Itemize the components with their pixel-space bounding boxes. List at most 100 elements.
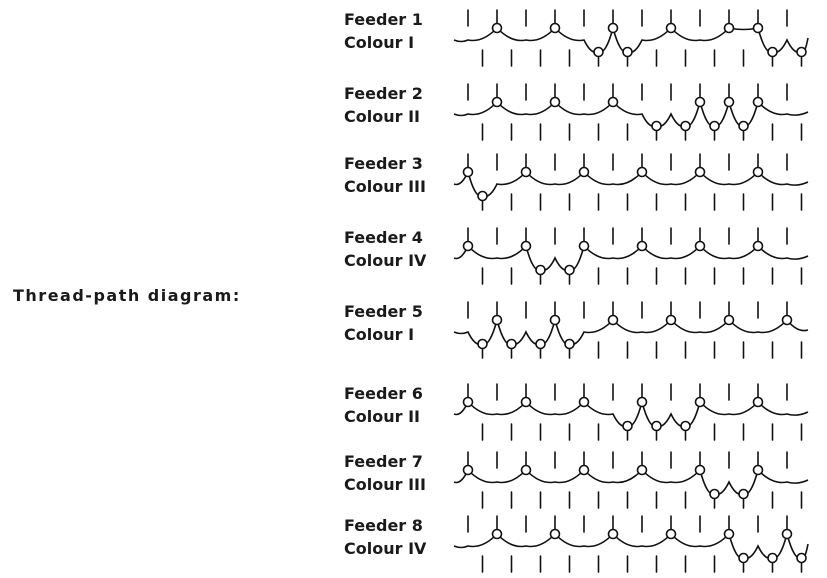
thread-path bbox=[453, 227, 809, 285]
dial-loop bbox=[767, 46, 778, 58]
cylinder-loop bbox=[781, 528, 793, 540]
thread-path bbox=[453, 383, 809, 441]
cylinder-loop bbox=[462, 166, 474, 178]
cylinder-loop bbox=[520, 240, 532, 252]
feeder-row: Feeder 8 Colour IV bbox=[340, 514, 820, 574]
cylinder-loop bbox=[607, 528, 619, 540]
dial-loop bbox=[796, 552, 807, 564]
feeder-row: Feeder 3 Colour III bbox=[340, 152, 820, 212]
feeder-label: Feeder 6 bbox=[344, 384, 423, 403]
feeder-row: Feeder 1 Colour I bbox=[340, 8, 820, 68]
feeder-label: Feeder 3 bbox=[344, 154, 423, 173]
thread-path bbox=[453, 153, 809, 211]
thread-path bbox=[453, 301, 809, 359]
cylinder-loop bbox=[665, 314, 677, 326]
cylinder-loop bbox=[636, 464, 648, 476]
colour-label: Colour III bbox=[344, 177, 426, 196]
cylinder-loop bbox=[752, 96, 764, 108]
feeder-row: Feeder 6 Colour II bbox=[340, 382, 820, 442]
dial-loop bbox=[622, 420, 633, 432]
yarn-path bbox=[453, 530, 809, 560]
thread-path bbox=[453, 515, 809, 573]
feeder-row: Feeder 5 Colour I bbox=[340, 300, 820, 360]
cylinder-loop bbox=[694, 464, 706, 476]
thread-path bbox=[453, 83, 809, 141]
cylinder-loop bbox=[462, 240, 474, 252]
cylinder-loop bbox=[578, 464, 590, 476]
yarn-path bbox=[453, 316, 809, 346]
cylinder-loop bbox=[520, 396, 532, 408]
cylinder-loop bbox=[665, 528, 677, 540]
dial-loop bbox=[506, 338, 517, 350]
feeder-row: Feeder 7 Colour III bbox=[340, 450, 820, 510]
feeder-label: Feeder 8 bbox=[344, 516, 423, 535]
dial-loop bbox=[709, 488, 720, 500]
cylinder-loop bbox=[694, 240, 706, 252]
cylinder-loop bbox=[694, 396, 706, 408]
cylinder-loop bbox=[462, 396, 474, 408]
feeder-label: Feeder 7 bbox=[344, 452, 423, 471]
cylinder-loop bbox=[520, 464, 532, 476]
cylinder-loop bbox=[752, 22, 764, 34]
dial-loop bbox=[738, 120, 749, 132]
dial-loop bbox=[477, 338, 488, 350]
colour-label: Colour III bbox=[344, 475, 426, 494]
cylinder-loop bbox=[781, 314, 793, 326]
dial-loop bbox=[564, 264, 575, 276]
cylinder-loop bbox=[752, 166, 764, 178]
colour-label: Colour IV bbox=[344, 251, 427, 270]
cylinder-loop bbox=[520, 166, 532, 178]
dial-loop bbox=[651, 420, 662, 432]
cylinder-loop bbox=[607, 22, 619, 34]
cylinder-loop bbox=[694, 96, 706, 108]
dial-loop bbox=[680, 120, 691, 132]
cylinder-loop bbox=[578, 166, 590, 178]
cylinder-loop bbox=[578, 240, 590, 252]
cylinder-loop bbox=[723, 314, 735, 326]
dial-loop bbox=[535, 338, 546, 350]
dial-loop bbox=[767, 552, 778, 564]
cylinder-loop bbox=[491, 528, 503, 540]
cylinder-loop bbox=[491, 96, 503, 108]
cylinder-loop bbox=[636, 240, 648, 252]
dial-loop bbox=[680, 420, 691, 432]
cylinder-loop bbox=[636, 166, 648, 178]
colour-label: Colour II bbox=[344, 107, 420, 126]
yarn-path bbox=[453, 244, 809, 272]
cylinder-loop bbox=[607, 96, 619, 108]
colour-label: Colour I bbox=[344, 325, 415, 344]
feeder-label: Feeder 1 bbox=[344, 10, 423, 29]
cylinder-loop bbox=[462, 464, 474, 476]
colour-label: Colour II bbox=[344, 407, 420, 426]
colour-label: Colour IV bbox=[344, 539, 427, 558]
thread-path bbox=[453, 9, 809, 67]
cylinder-loop bbox=[694, 166, 706, 178]
feeder-row: Feeder 2 Colour II bbox=[340, 82, 820, 142]
cylinder-loop bbox=[607, 314, 619, 326]
dial-loop bbox=[796, 46, 807, 58]
dial-loop bbox=[651, 120, 662, 132]
cylinder-loop bbox=[752, 240, 764, 252]
cylinder-loop bbox=[549, 314, 561, 326]
dial-loop bbox=[738, 488, 749, 500]
cylinder-loop bbox=[636, 396, 648, 408]
cylinder-loop bbox=[665, 22, 677, 34]
feeder-label: Feeder 4 bbox=[344, 228, 423, 247]
dial-loop bbox=[477, 190, 488, 202]
cylinder-loop bbox=[549, 528, 561, 540]
diagram-caption: Thread-path diagram: bbox=[13, 286, 241, 305]
cylinder-loop bbox=[491, 22, 503, 34]
cylinder-loop bbox=[752, 396, 764, 408]
cylinder-loop bbox=[723, 528, 735, 540]
cylinder-loop bbox=[578, 396, 590, 408]
cylinder-loop bbox=[752, 464, 764, 476]
cylinder-loop bbox=[723, 96, 735, 108]
colour-label: Colour I bbox=[344, 33, 415, 52]
cylinder-loop bbox=[723, 22, 735, 34]
dial-loop bbox=[709, 120, 720, 132]
feeder-label: Feeder 2 bbox=[344, 84, 423, 103]
dial-loop bbox=[738, 552, 749, 564]
dial-loop bbox=[535, 264, 546, 276]
feeder-label: Feeder 5 bbox=[344, 302, 423, 321]
yarn-path bbox=[453, 468, 809, 496]
